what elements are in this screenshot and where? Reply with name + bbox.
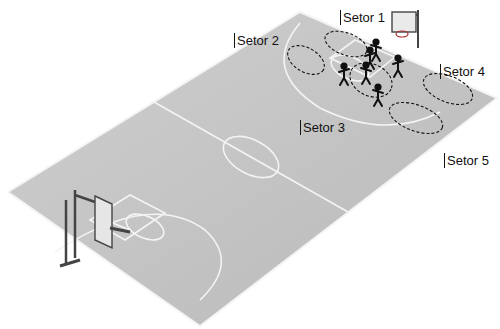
sector-label: Setor 3 [300, 120, 347, 135]
sector-label: Setor 1 [340, 10, 387, 25]
sector-label: Setor 5 [444, 153, 491, 168]
sector-label: Setor 4 [440, 64, 487, 79]
sector-label: Setor 2 [234, 33, 281, 48]
